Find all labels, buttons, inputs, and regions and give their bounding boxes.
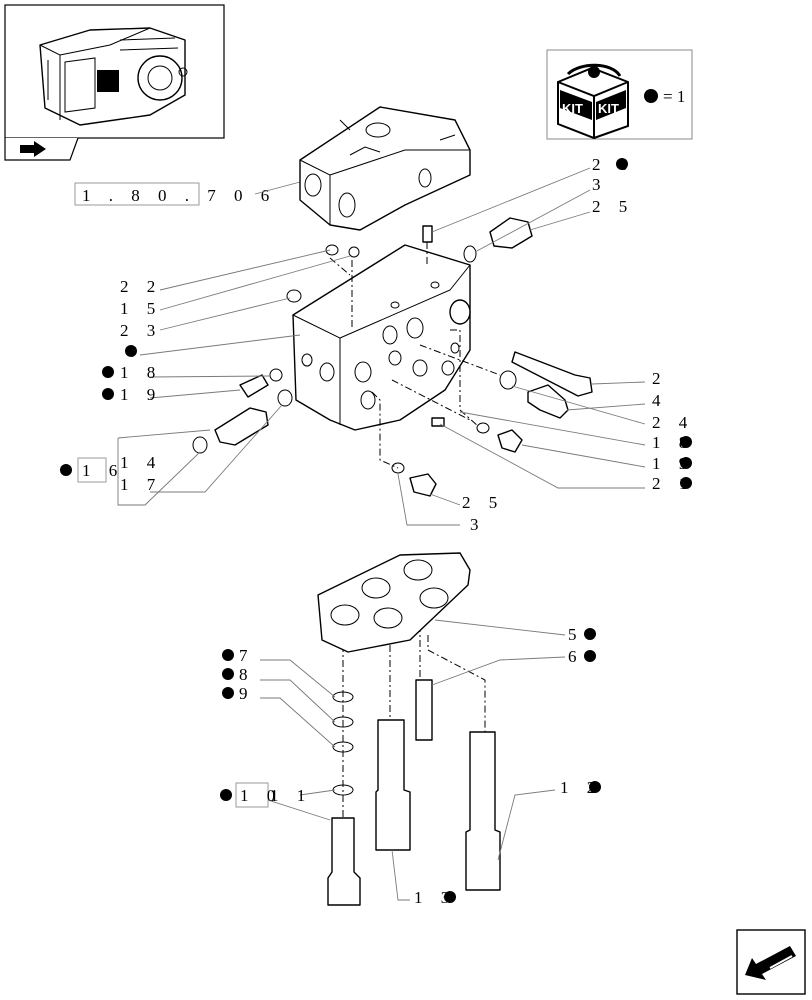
callout-10: 1 0 [240, 786, 282, 805]
kit-legend-text: = 1 [663, 87, 685, 106]
lower-spools [327, 679, 501, 906]
back-arrow-button[interactable] [736, 929, 806, 995]
reference-box[interactable]: 1 . 8 0 . 7 0 6 [74, 182, 276, 206]
valve-block-part [292, 244, 471, 431]
callout-14: 1 4 [120, 453, 162, 472]
callout-15: 1 5 [120, 299, 162, 318]
housing-thumbnail-icon [39, 27, 188, 126]
callout-25-lower: 2 5 [462, 493, 504, 512]
callout-3-upper: 3 [592, 175, 601, 194]
next-page-arrow-icon[interactable] [20, 141, 46, 157]
valve-cover-part [299, 106, 471, 231]
callout-5: 5 [568, 625, 577, 644]
callout-22: 2 2 [120, 277, 162, 296]
callout-16: 1 6 [82, 461, 124, 480]
callout-24: 2 4 [652, 413, 694, 432]
callout-18-right: 1 8 [652, 433, 694, 452]
callout-4: 4 [652, 391, 661, 410]
svg-text:KIT: KIT [562, 101, 583, 116]
svg-text:KIT: KIT [598, 101, 619, 116]
back-arrow-icon [745, 946, 796, 980]
callout-6: 6 [568, 647, 577, 666]
callout-19-left: 1 9 [120, 385, 162, 404]
callout-2: 2 [652, 369, 661, 388]
callout-11: 1 1 [270, 786, 312, 805]
mounting-plate-part [317, 552, 471, 653]
callout-19-right: 1 9 [652, 454, 694, 473]
thumbnail-panel[interactable] [4, 4, 225, 161]
callout-9: 9 [239, 684, 248, 703]
callout-12: 1 2 [560, 778, 602, 797]
kit-legend-box: KIT KIT = 1 [546, 49, 693, 140]
reference-text: 1 . 8 0 . 7 0 6 [82, 186, 276, 205]
kit-box-icon: KIT KIT [557, 63, 629, 140]
callout-17: 1 7 [120, 475, 162, 494]
callout-13: 1 3 [414, 888, 456, 907]
callout-18-left: 1 8 [120, 363, 162, 382]
callout-labels: 2 6 3 2 5 2 2 1 5 2 3 1 8 1 9 1 6 1 4 1 … [60, 155, 694, 907]
callout-23: 2 3 [120, 321, 162, 340]
callout-3-lower: 3 [470, 515, 479, 534]
callout-8: 8 [239, 665, 248, 684]
callout-7: 7 [239, 646, 248, 665]
small-parts [192, 217, 593, 497]
callout-25-upper: 2 5 [592, 197, 634, 216]
callout-21: 2 1 [652, 474, 694, 493]
